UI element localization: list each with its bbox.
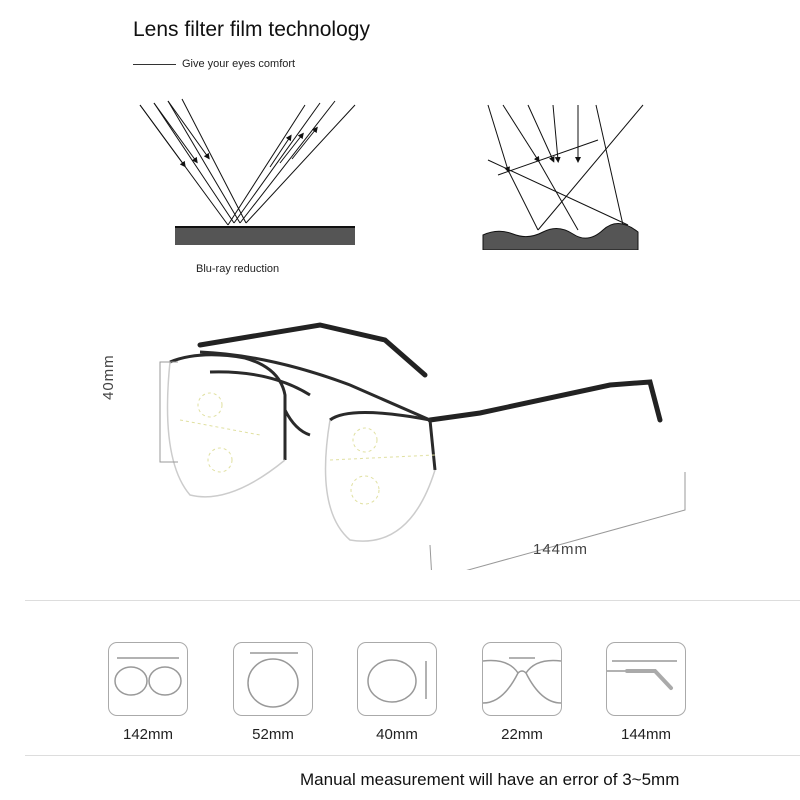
light-scatter-diagram [482,104,644,250]
width-dimension-label: 144mm [533,541,589,558]
spec-label: 142mm [122,726,174,743]
spec-lens-height: 40mm [357,642,437,743]
height-dimension-label: 40mm [100,354,117,400]
blue-light-reflection-diagram [139,98,356,245]
spec-frame-width: 142mm [108,642,188,743]
lens-height-icon [357,642,437,716]
blu-ray-caption: Blu-ray reduction [196,263,280,275]
spec-lens-width: 52mm [233,642,313,743]
spec-label: 52mm [252,726,294,743]
size-specs-panel [25,600,800,756]
frame-width-icon [108,642,188,716]
glasses-product-image [159,322,686,570]
temple-length-icon [606,642,686,716]
page-title: Lens filter film technology [133,18,370,41]
subtitle-divider [133,64,176,65]
spec-label: 144mm [620,726,672,743]
measurement-note: Manual measurement will have an error of… [300,770,680,789]
spec-bridge-width: 22mm [482,642,562,743]
bridge-width-icon [482,642,562,716]
spec-label: 40mm [376,726,418,743]
lens-width-icon [233,642,313,716]
spec-label: 22mm [501,726,543,743]
subtitle: Give your eyes comfort [182,58,296,70]
spec-temple-length: 144mm [606,642,686,743]
